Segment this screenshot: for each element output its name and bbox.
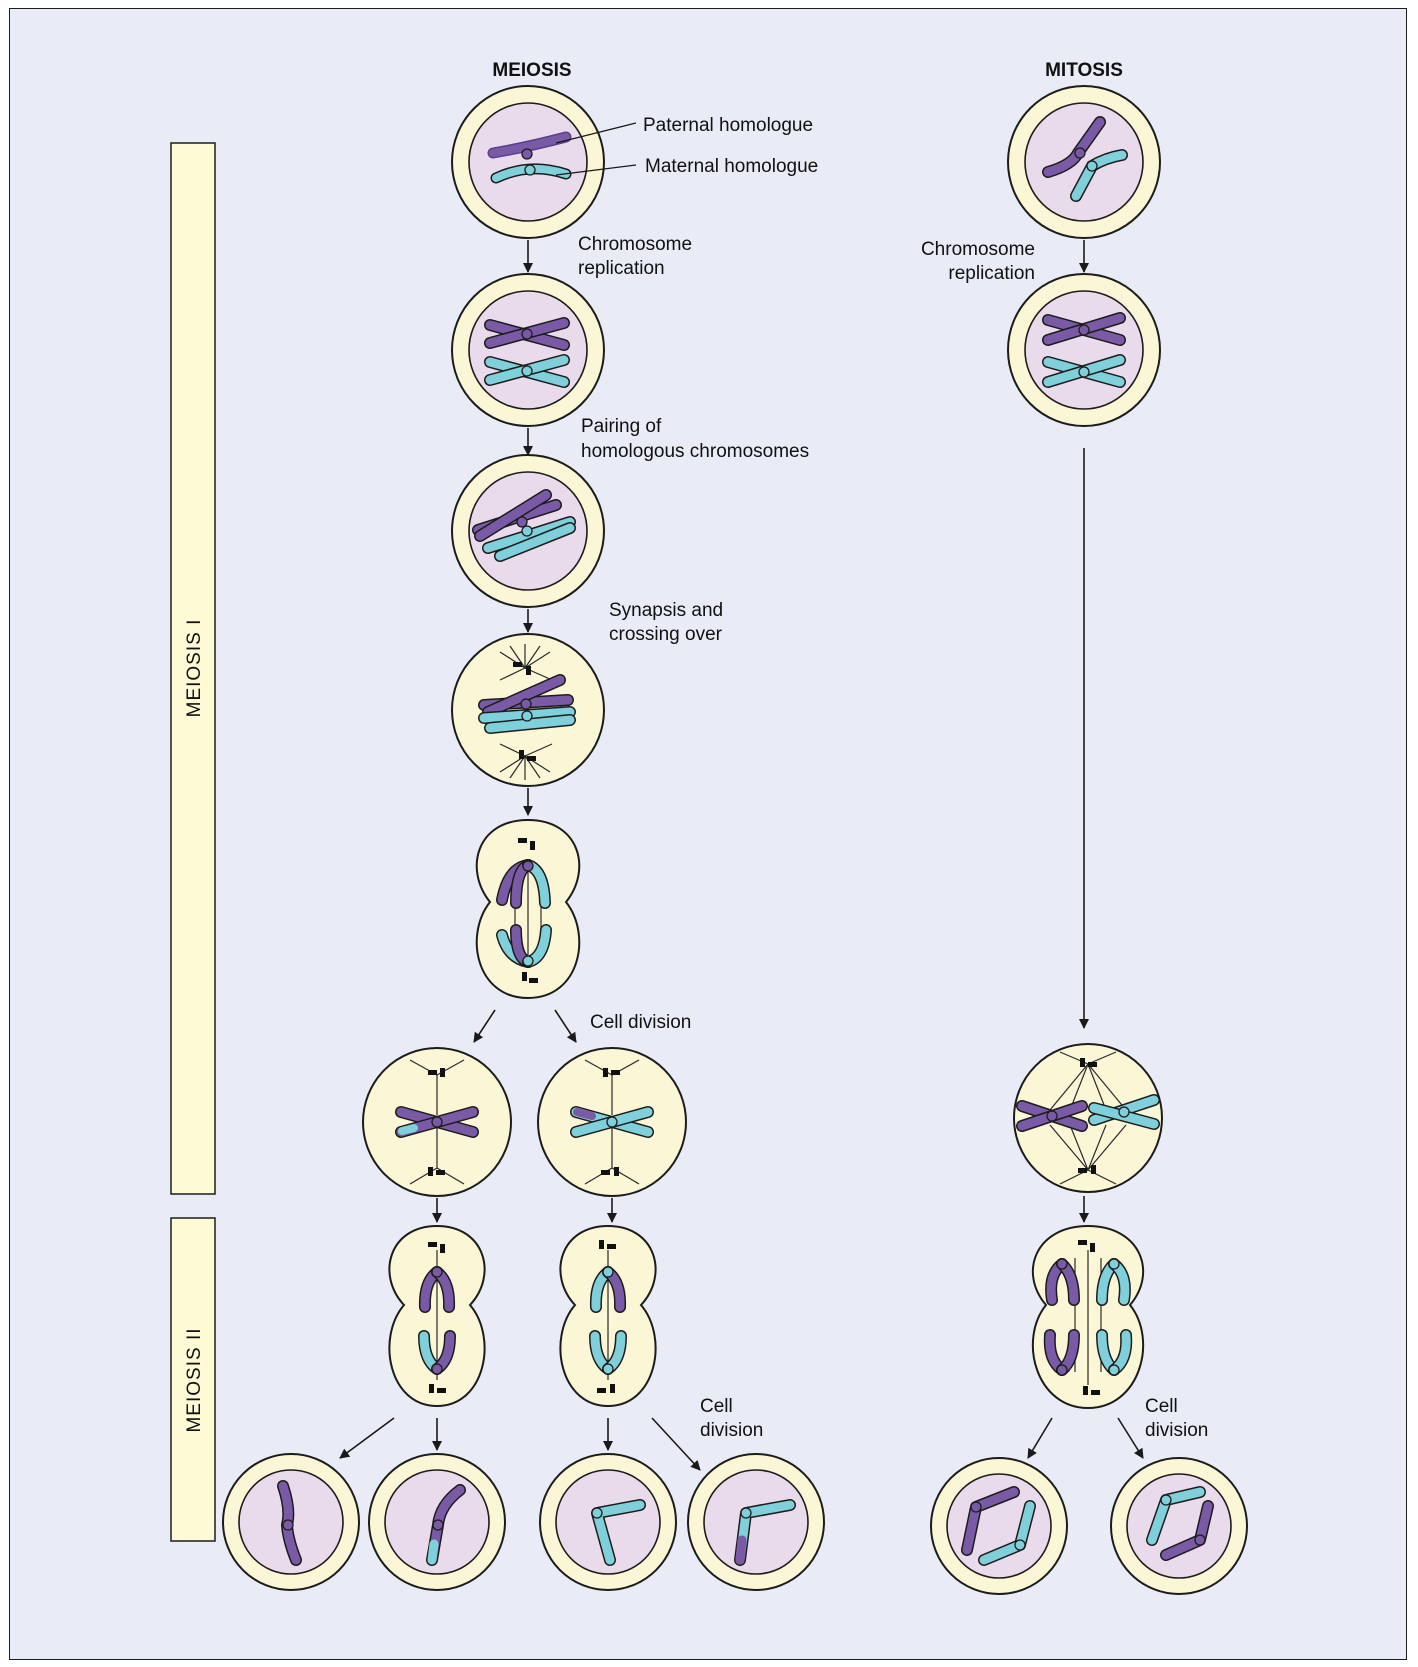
mitosis-daughter-2 [1111, 1458, 1247, 1594]
meiosis-cell-7b [560, 1226, 655, 1406]
meiosis-cell-6b [538, 1048, 686, 1196]
mitosis-title: MITOSIS [1045, 60, 1123, 81]
meiosis-two-bar: MEIOSIS II [171, 1218, 215, 1541]
gamete-2 [369, 1454, 505, 1590]
meiosis-cell-6a [363, 1048, 511, 1196]
gamete-1 [223, 1454, 359, 1590]
mitosis-daughter-1 [931, 1458, 1067, 1594]
gamete-4 [688, 1454, 824, 1590]
pairing-label-2: homologous chromosomes [581, 441, 809, 462]
meiosis-one-label: MEIOSIS I [184, 619, 205, 718]
meiosis-cell-2 [452, 274, 604, 426]
gamete-3 [540, 1454, 676, 1590]
mitosis-cell-1 [1008, 86, 1160, 238]
mitosis-replication-label-2: replication [948, 263, 1035, 284]
meiosis-replication-label-2: replication [578, 258, 665, 279]
meiosis-cell-5 [477, 820, 580, 998]
meiosis-division-label: division [700, 1420, 763, 1441]
synapsis-label-2: crossing over [609, 624, 723, 645]
mitosis-cell-3 [1014, 1044, 1162, 1192]
maternal-label: Maternal homologue [645, 156, 818, 177]
meiosis-two-label: MEIOSIS II [184, 1327, 205, 1432]
paternal-label: Paternal homologue [643, 115, 813, 136]
meiosis-cell-7a [389, 1226, 484, 1406]
mitosis-replication-label-1: Chromosome [921, 239, 1035, 260]
meiosis-cell-division-label: Cell division [590, 1012, 691, 1033]
synapsis-label-1: Synapsis and [609, 600, 723, 621]
meiosis-title: MEIOSIS [492, 60, 571, 81]
meiosis-cell-label: Cell [700, 1396, 733, 1417]
mitosis-cell-2 [1008, 274, 1160, 426]
mitosis-cell-label: Cell [1145, 1396, 1178, 1417]
mitosis-cell-4 [1033, 1226, 1143, 1408]
meiosis-cell-1 [452, 86, 604, 238]
meiosis-cell-4 [452, 634, 604, 786]
pairing-label-1: Pairing of [581, 416, 662, 437]
meiosis-replication-label-1: Chromosome [578, 234, 692, 255]
meiosis-one-bar: MEIOSIS I [171, 143, 215, 1194]
mitosis-division-label: division [1145, 1420, 1208, 1441]
meiosis-cell-3 [452, 455, 604, 607]
